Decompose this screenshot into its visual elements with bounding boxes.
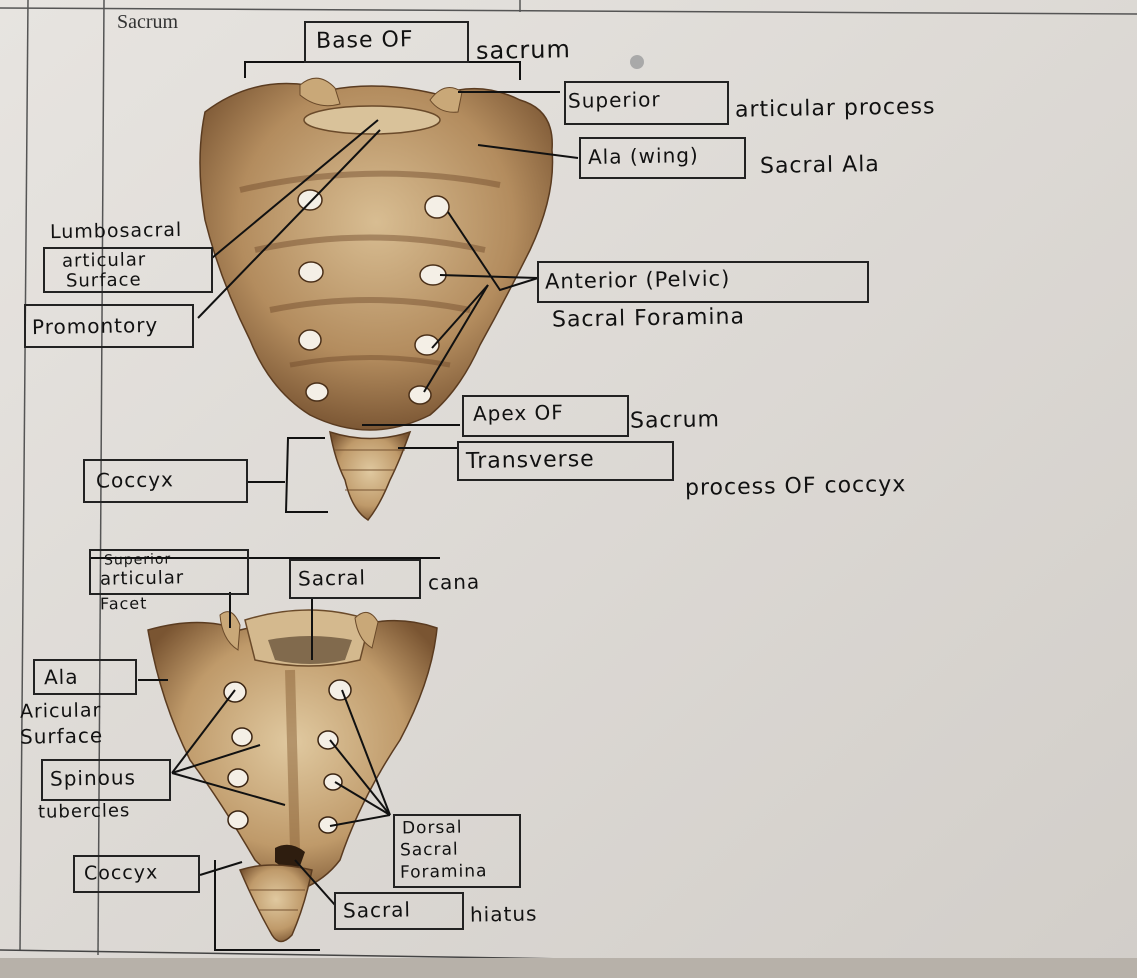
label-sacral-hiatus: Sacral: [343, 899, 411, 920]
label-base-of-sacrum-rest: sacrum: [476, 37, 571, 63]
label-articular: articular: [62, 251, 147, 270]
label-apex-of: Apex OF: [473, 402, 564, 424]
label-superior: Superior: [568, 89, 661, 111]
label-ala-posterior: Ala: [44, 667, 79, 688]
label-tubercles: tubercles: [38, 802, 131, 822]
label-apex-sacrum: Sacrum: [630, 409, 720, 433]
label-sacral-foramina: Sacral Foramina: [552, 306, 745, 331]
label-lumbosacral: Lumbosacral: [50, 221, 183, 242]
page-title: Sacrum: [117, 12, 178, 32]
label-hiatus-rest: hiatus: [470, 903, 538, 924]
label-coccyx-posterior: Coccyx: [84, 863, 159, 883]
label-superior-facet-3: Facet: [100, 596, 148, 613]
page-shadow: [0, 958, 1137, 978]
label-ala-wing: Ala (wing): [588, 145, 699, 167]
label-dorsal-sacral: Sacral: [400, 841, 459, 859]
label-superior-facet-2: articular: [100, 569, 185, 588]
label-base-of-sacrum: Base OF: [316, 29, 414, 53]
label-dorsal-foramina: Foramina: [400, 863, 488, 882]
label-process-of-coccyx: process OF coccyx: [685, 474, 907, 500]
label-articular-process: articular process: [735, 96, 936, 121]
label-coccyx: Coccyx: [96, 469, 174, 490]
label-spinous: Spinous: [50, 767, 136, 788]
label-auricular-surface: Surface: [20, 725, 104, 746]
label-sacral-canal: Sacral: [298, 567, 366, 588]
label-transverse: Transverse: [466, 449, 595, 473]
label-promontory: Promontory: [32, 315, 159, 337]
label-superior-facet-1: Superior: [104, 552, 171, 567]
label-surface: Surface: [66, 271, 142, 290]
label-anterior-pelvic: Anterior (Pelvic): [545, 268, 731, 292]
dot-marker: [630, 55, 644, 69]
label-sacral-ala: Sacral Ala: [760, 154, 880, 178]
label-dorsal: Dorsal: [402, 819, 463, 837]
label-canal-rest: cana: [428, 572, 481, 593]
label-auricular: Aricular: [20, 701, 102, 721]
